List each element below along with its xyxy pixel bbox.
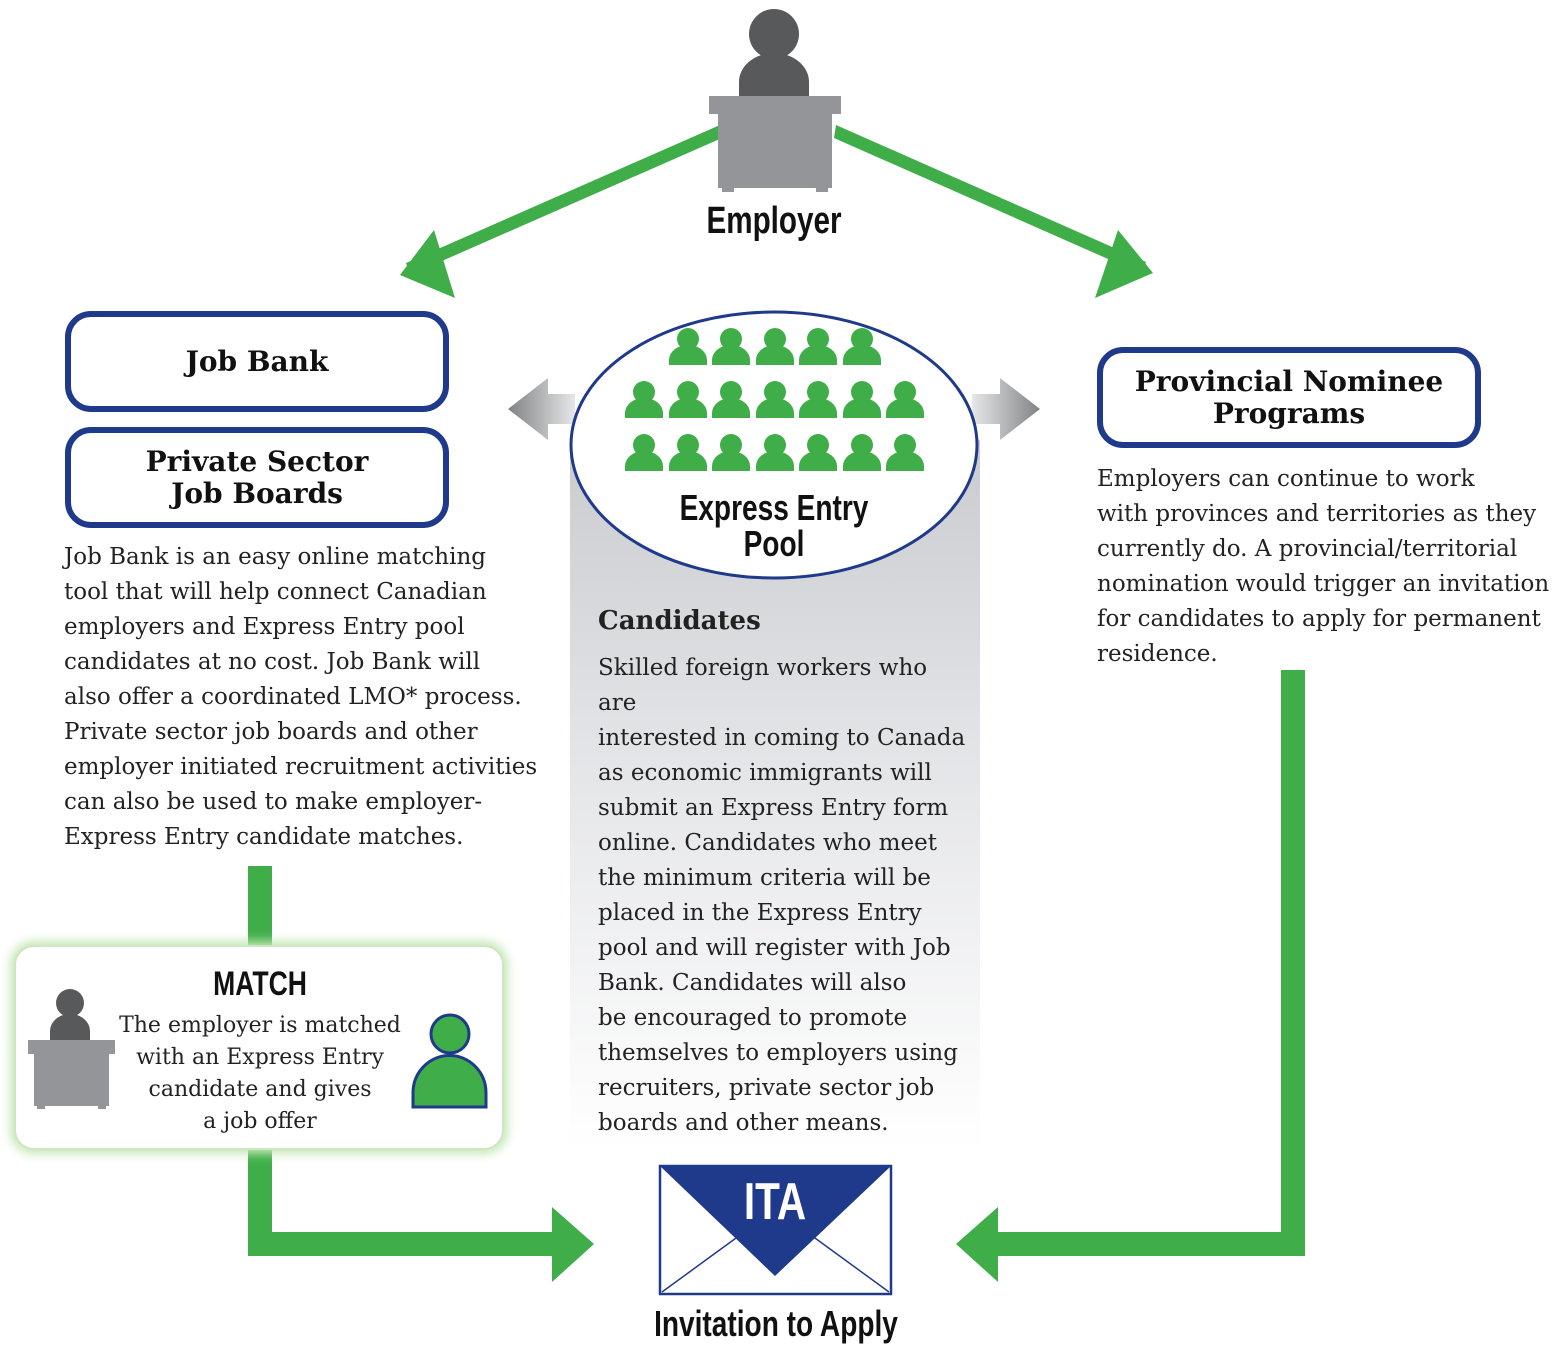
pnp-description: Employers can continue to work with prov… <box>1097 466 1550 667</box>
arrow-head-to-ita-right <box>956 1207 998 1282</box>
match-description: The employer is matched with an Express … <box>119 1013 401 1134</box>
arrow-pool-left <box>508 378 575 440</box>
pnp-box: Provincial Nominee Programs <box>1097 347 1481 448</box>
arrow-pool-right <box>972 378 1040 440</box>
arrow-head-right <box>1095 230 1153 298</box>
ita-envelope-icon <box>658 1164 893 1296</box>
ita-caption: Invitation to Apply <box>654 1303 898 1344</box>
job-bank-label: Job Bank <box>185 344 329 378</box>
candidates-heading: Candidates <box>598 606 761 636</box>
arrow-shaft-left <box>406 125 722 275</box>
private-sector-label: Private Sector Job Boards <box>145 444 369 510</box>
pool-label: Express Entry Pool <box>679 487 869 564</box>
candidates-description: Skilled foreign workers who are interest… <box>598 655 966 1136</box>
match-title: MATCH <box>213 965 307 1003</box>
pnp-label: Provincial Nominee Programs <box>1134 364 1444 430</box>
arrow-head-to-ita-left <box>552 1207 594 1282</box>
arrow-head-left <box>400 230 455 298</box>
connector-right-vertical <box>1281 670 1305 1256</box>
ita-label: ITA <box>743 1173 807 1231</box>
employer-icon <box>709 9 841 192</box>
employer-label: Employer <box>706 200 842 242</box>
connector-right-horizontal <box>995 1232 1305 1256</box>
job-bank-box: Job Bank <box>65 311 449 412</box>
private-sector-box: Private Sector Job Boards <box>65 427 449 528</box>
job-bank-description: Job Bank is an easy online matching tool… <box>64 544 538 850</box>
connector-left-top <box>248 866 272 946</box>
arrow-shaft-right <box>834 125 1146 274</box>
connector-left-horizontal <box>248 1232 558 1256</box>
